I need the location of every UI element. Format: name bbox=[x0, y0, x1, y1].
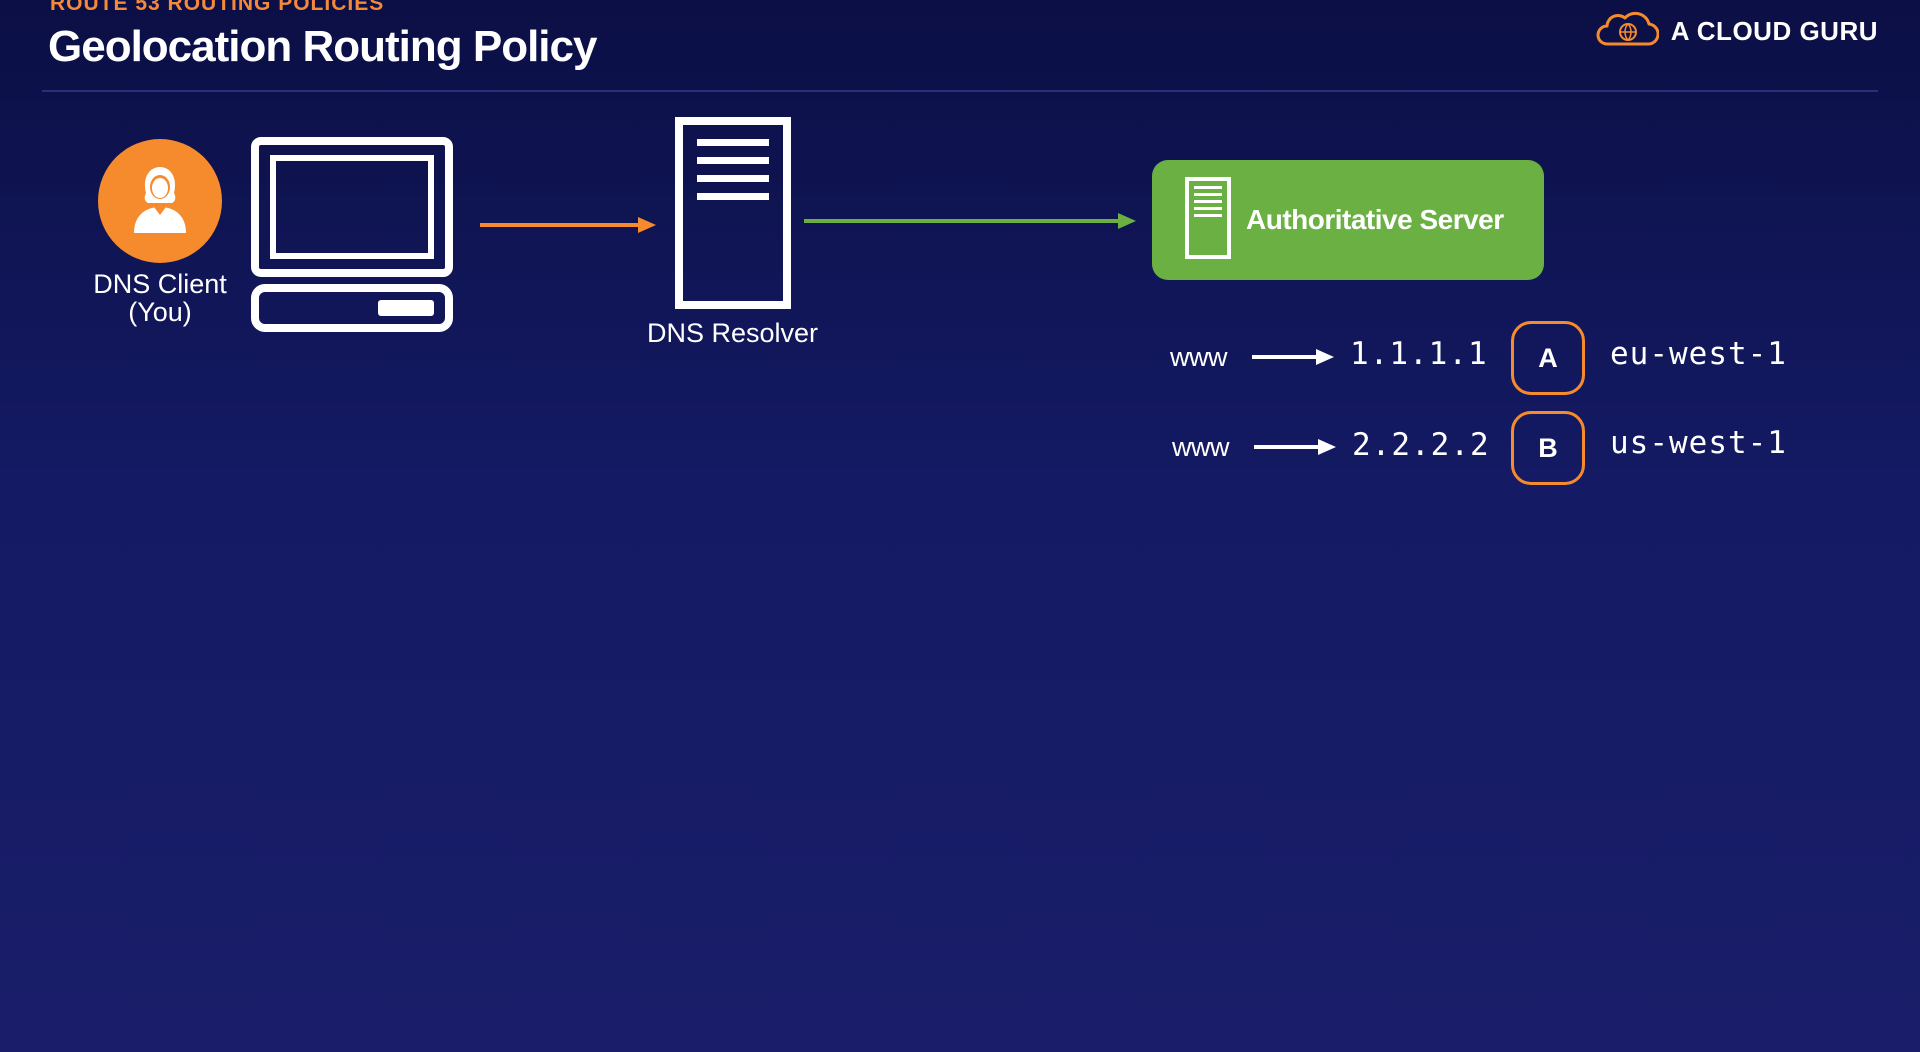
authoritative-server: Authoritative Server bbox=[1152, 160, 1544, 280]
dns-client-label-line2: (You) bbox=[128, 297, 192, 327]
record-b-name: www bbox=[1172, 432, 1230, 462]
brand-name: A CLOUD GURU bbox=[1670, 16, 1878, 46]
authoritative-server-label: Authoritative Server bbox=[1246, 204, 1504, 235]
header-divider bbox=[42, 90, 1878, 92]
cloud-icon bbox=[1595, 10, 1660, 53]
dns-client-label-line1: DNS Client bbox=[93, 269, 227, 299]
section-label: ROUTE 53 ROUTING POLICIES bbox=[50, 0, 385, 15]
dns-client-label: DNS Client (You) bbox=[80, 270, 240, 326]
dns-resolver-server bbox=[675, 117, 791, 314]
dns-client-avatar bbox=[98, 139, 222, 263]
brand-logo: A CLOUD GURU bbox=[1595, 10, 1878, 53]
record-b-badge: B bbox=[1511, 411, 1585, 485]
computer-icon bbox=[250, 136, 456, 339]
record-b-region: us-west-1 bbox=[1610, 425, 1787, 461]
record-a-region: eu-west-1 bbox=[1610, 336, 1787, 372]
record-b-arrow bbox=[1254, 438, 1336, 461]
record-b-ip: 2.2.2.2 bbox=[1352, 427, 1490, 463]
page-title: Geolocation Routing Policy bbox=[48, 22, 597, 71]
record-a-name: www bbox=[1170, 342, 1228, 372]
dns-resolver-label: DNS Resolver bbox=[646, 318, 819, 348]
client-to-resolver-arrow bbox=[480, 216, 656, 239]
resolver-to-authoritative-arrow bbox=[804, 212, 1136, 235]
record-a-arrow bbox=[1252, 348, 1334, 371]
server-icon bbox=[1184, 176, 1232, 265]
record-a-badge: A bbox=[1511, 321, 1585, 395]
server-icon bbox=[675, 117, 791, 313]
record-a-ip: 1.1.1.1 bbox=[1350, 336, 1488, 372]
user-icon bbox=[128, 163, 192, 240]
